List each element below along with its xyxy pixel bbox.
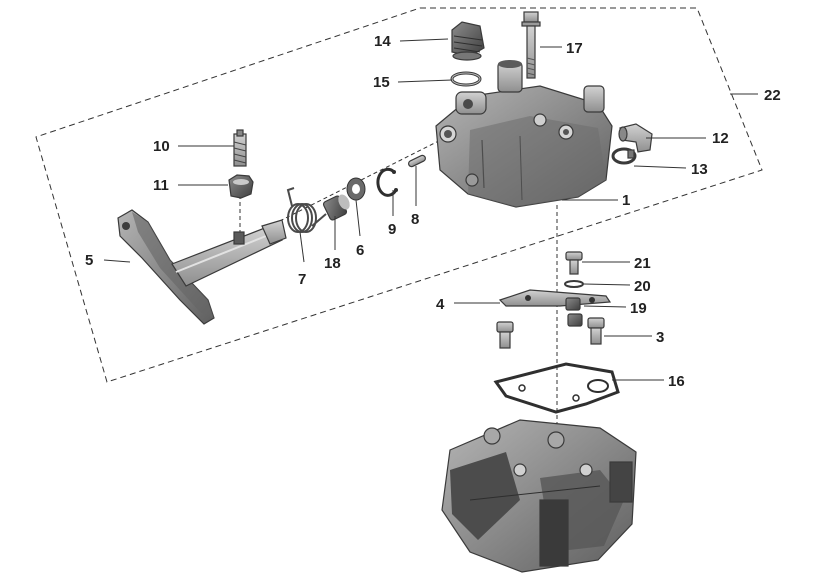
dowel-pin [408,154,426,168]
callout-18: 18 [324,255,341,272]
lever-shaft-assembly [117,209,287,325]
callout-labels: 14 15 17 22 10 11 12 13 1 8 9 6 18 7 5 2… [85,33,781,390]
lock-washer [564,280,584,288]
callout-8: 8 [411,211,419,228]
spacer-bushings [565,297,583,327]
callout-3: 3 [656,329,664,346]
mounting-bolt-left [496,321,514,349]
lock-nut [228,174,254,199]
callout-22: 22 [764,87,781,104]
adjuster-screw [233,129,247,167]
cover-bolt [521,11,541,79]
hose-clamp [611,147,637,165]
assembly-boundary [35,7,763,383]
plate-screw [565,251,583,275]
callout-7: 7 [298,271,306,288]
leader-lines [103,38,758,381]
callout-19: 19 [630,300,647,317]
callout-10: 10 [153,138,170,155]
callout-6: 6 [356,242,364,259]
callout-11: 11 [153,177,169,194]
retaining-plate [498,289,612,307]
torsion-spring [286,187,327,233]
callout-17: 17 [566,40,583,57]
oil-filler-plug [451,21,485,61]
callout-12: 12 [712,130,729,147]
circlip [376,167,398,197]
mounting-bolt-right [587,317,605,345]
callout-13: 13 [691,161,708,178]
callout-16: 16 [668,373,685,390]
o-ring [450,71,482,87]
callout-21: 21 [634,255,651,272]
cover-gasket [493,362,620,414]
shaft-bushing [322,194,350,221]
callout-4: 4 [436,296,445,313]
callout-1: 1 [622,192,630,209]
breather-elbow [618,123,653,153]
callout-14: 14 [374,33,391,50]
callout-15: 15 [373,74,390,91]
callout-5: 5 [85,252,93,269]
cylinder-head [441,419,637,573]
callout-9: 9 [388,221,396,238]
cylinder-head-cover [435,60,613,208]
callout-20: 20 [634,278,651,295]
thrust-washer [346,177,366,201]
